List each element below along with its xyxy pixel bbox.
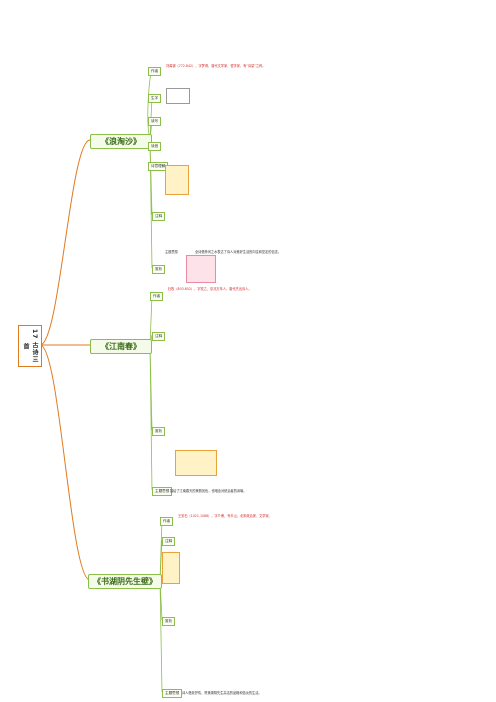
poem3-poem-card — [162, 552, 180, 584]
poem1-section-duyin: 读音 — [148, 142, 162, 151]
poem2-theme-text: 描绘了江南春天的美丽景色，也暗含对统治者的讽喻。 — [170, 489, 247, 493]
poem3-theme-text: 诗人借景抒情，赞美湖阴先生高洁的品格和恬淡的生活。 — [182, 691, 262, 695]
poem1-theme-text: 全诗借黄河之水表达了诗人对美好生活的向往和坚定的信念。 — [195, 250, 282, 254]
branch-line-1 — [39, 139, 91, 346]
poem1-section-shengzi: 生字 — [148, 94, 162, 103]
poem1-highlight-card — [186, 255, 216, 283]
poem2-section-theme: 主题思想 — [152, 487, 173, 496]
poem3-section-theme: 主题思想 — [162, 689, 183, 698]
poem1-section-duxie: 读写 — [148, 117, 162, 126]
poem2-section-shangxi: 赏析 — [152, 427, 166, 436]
poem2-author-text: 杜牧（803-852），字牧之，京兆万年人，唐代杰出诗人。 — [168, 287, 252, 291]
branch-line-3 — [39, 344, 91, 581]
poem1-char-box — [166, 88, 190, 104]
poem3-section-zhushi: 注释 — [162, 537, 176, 546]
poem1-section-author: 作者 — [148, 67, 162, 76]
poem1-theme-label: 主题思想 — [165, 250, 178, 254]
poem2-section-zhushi: 注释 — [152, 332, 166, 341]
poem3-section-author: 作者 — [160, 517, 174, 526]
document-title: 17 古诗三首 — [18, 325, 42, 367]
poem3-section-shangxi: 赏析 — [162, 617, 176, 626]
poem2-section-author: 作者 — [150, 292, 164, 301]
poem1-author-text: 刘禹锡（772-842），字梦得，唐代文学家、哲学家，有“诗豪”之称。 — [166, 64, 266, 68]
poem1-poem-card — [165, 165, 189, 195]
poem-title-2: 《江南春》 — [90, 339, 152, 354]
poem3-author-text: 王安石（1021-1086），字介甫，号半山，北宋政治家、文学家。 — [178, 514, 272, 518]
poem1-section-zhushi: 注释 — [152, 212, 166, 221]
poem2-poem-card — [175, 450, 217, 476]
poem-title-3: 《书湖阴先生壁》 — [88, 574, 162, 589]
poem1-section-shangxi: 赏析 — [152, 265, 166, 274]
poem-title-1: 《浪淘沙》 — [90, 134, 152, 149]
